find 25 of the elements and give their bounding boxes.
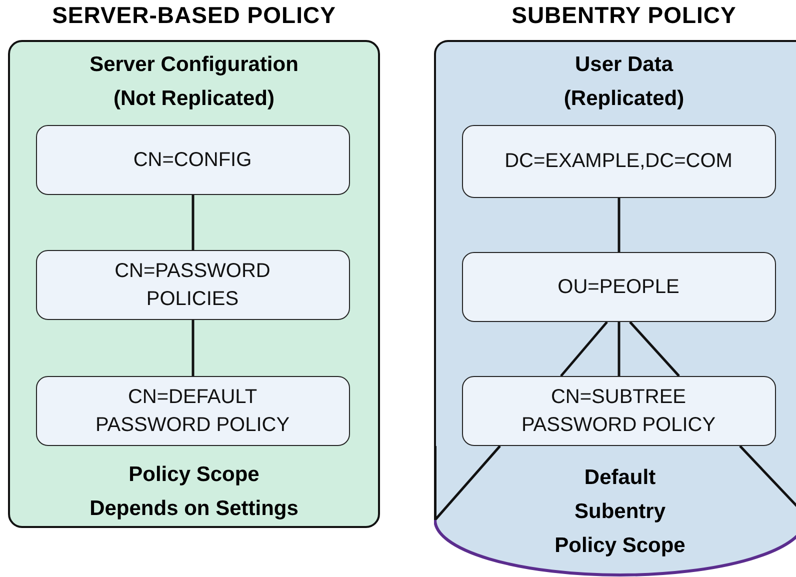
entry-box [462, 124, 776, 198]
section-title: User Data (Replicated) [562, 52, 686, 112]
entry-box [462, 252, 776, 322]
entry-box [36, 124, 350, 194]
entry-box [462, 376, 776, 446]
section-title: Server Configuration (Not Replicated) [88, 52, 300, 112]
entry-box [36, 250, 350, 320]
entry-label: OU=PEOPLE [558, 274, 680, 300]
entry-label: CN=PASSWORD POLICIES [114, 258, 272, 312]
connector-line [629, 321, 680, 377]
panel-heading: SERVER-BASED POLICY [51, 2, 337, 29]
scope-note: Policy Scope Depends on Settings [88, 462, 300, 522]
entry-label: CN=SUBTREE PASSWORD POLICY [520, 384, 717, 438]
connector-line [618, 322, 620, 376]
panel-heading: SUBENTRY POLICY [510, 2, 738, 29]
entry-label: DC=EXAMPLE,DC=COM [504, 149, 732, 174]
connector-line [192, 320, 194, 376]
connector-line [618, 198, 620, 252]
connector-line [560, 321, 608, 377]
entry-box [36, 376, 350, 446]
entry-label: CN=DEFAULT PASSWORD POLICY [94, 384, 291, 438]
scope-label: Default Subentry Policy Scope [554, 465, 686, 559]
scope-cone [434, 446, 796, 577]
connector-line [192, 195, 194, 250]
entry-label: CN=CONFIG [133, 148, 252, 172]
